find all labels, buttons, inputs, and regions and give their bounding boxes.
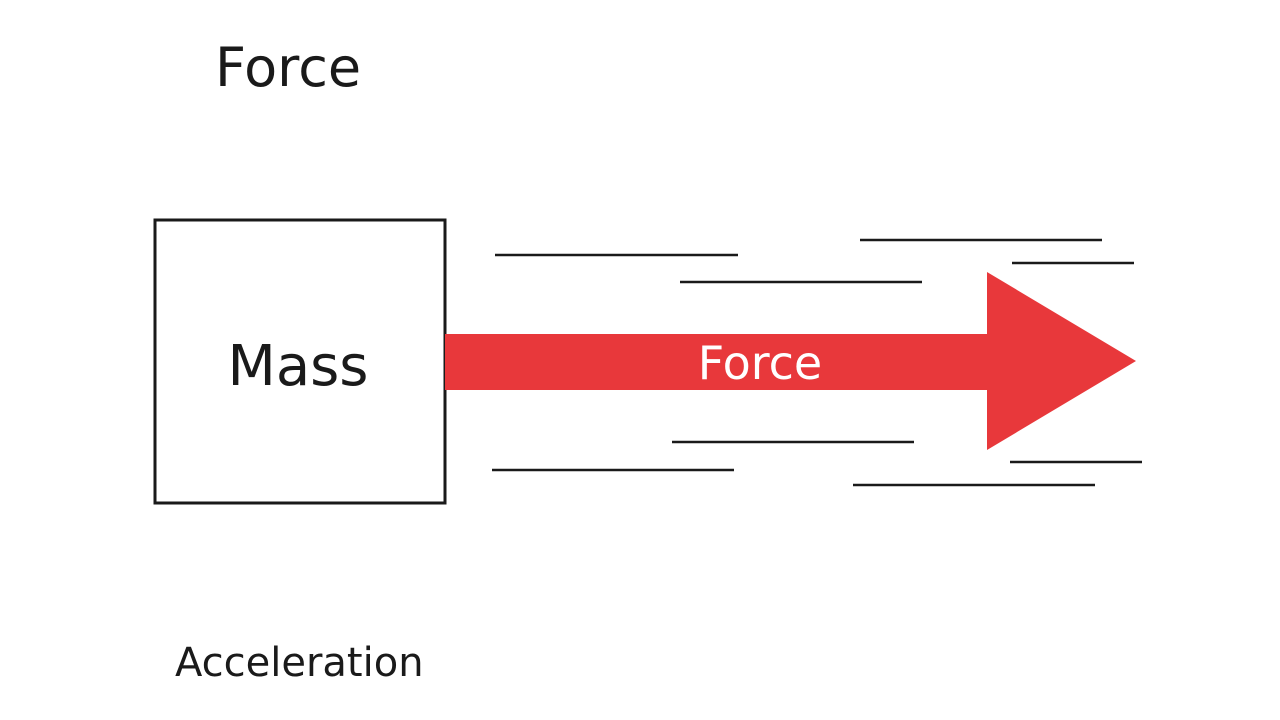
- top-force-label: Force: [215, 36, 361, 99]
- mass-label: Mass: [228, 334, 369, 399]
- motion-lines: [492, 238, 1142, 487]
- arrow-force-label: Force: [698, 336, 822, 390]
- force-arrow: [445, 272, 1136, 450]
- acceleration-label: Acceleration: [175, 640, 424, 686]
